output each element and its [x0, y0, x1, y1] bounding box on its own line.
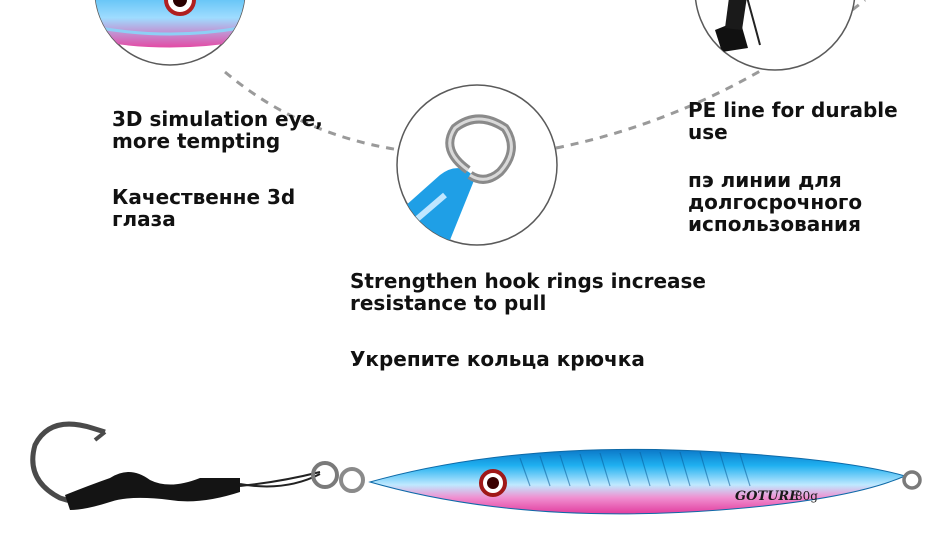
pe-line-tube — [65, 471, 240, 510]
callout-eye: 3D simulation eye, more tempting Качеств… — [112, 86, 352, 252]
callout-eye-en: 3D simulation eye, more tempting — [112, 107, 323, 153]
callout-pe-line-en: PE line for durable use — [688, 98, 898, 144]
callout-eye-ru: Качественне 3d глаза — [112, 185, 296, 231]
callout-pe-line-ru: пэ линии для долгосрочного использования — [688, 168, 863, 236]
dashed-connector-arc — [555, 0, 866, 150]
pe-line-detail-circle — [694, 0, 856, 71]
callout-hook-ring-en: Strengthen hook rings increase resistanc… — [350, 269, 706, 315]
callout-pe-line: PE line for durable use пэ линии для дол… — [688, 77, 943, 257]
split-ring — [311, 461, 339, 489]
lure-weight: 80g — [795, 489, 818, 503]
split-ring — [339, 467, 365, 493]
hook-ring-detail-circle — [396, 84, 558, 246]
eye-detail-circle — [94, 0, 246, 66]
lure-body — [368, 448, 907, 515]
dashed-connector-arc — [224, 70, 401, 152]
tail-ring — [902, 470, 922, 490]
callout-hook-ring-ru: Укрепите кольца крючка — [350, 347, 645, 371]
callout-hook-ring: Strengthen hook rings increase resistanc… — [350, 248, 730, 392]
lure-brand: GOTURE — [735, 489, 800, 504]
jig-lure — [30, 421, 922, 515]
